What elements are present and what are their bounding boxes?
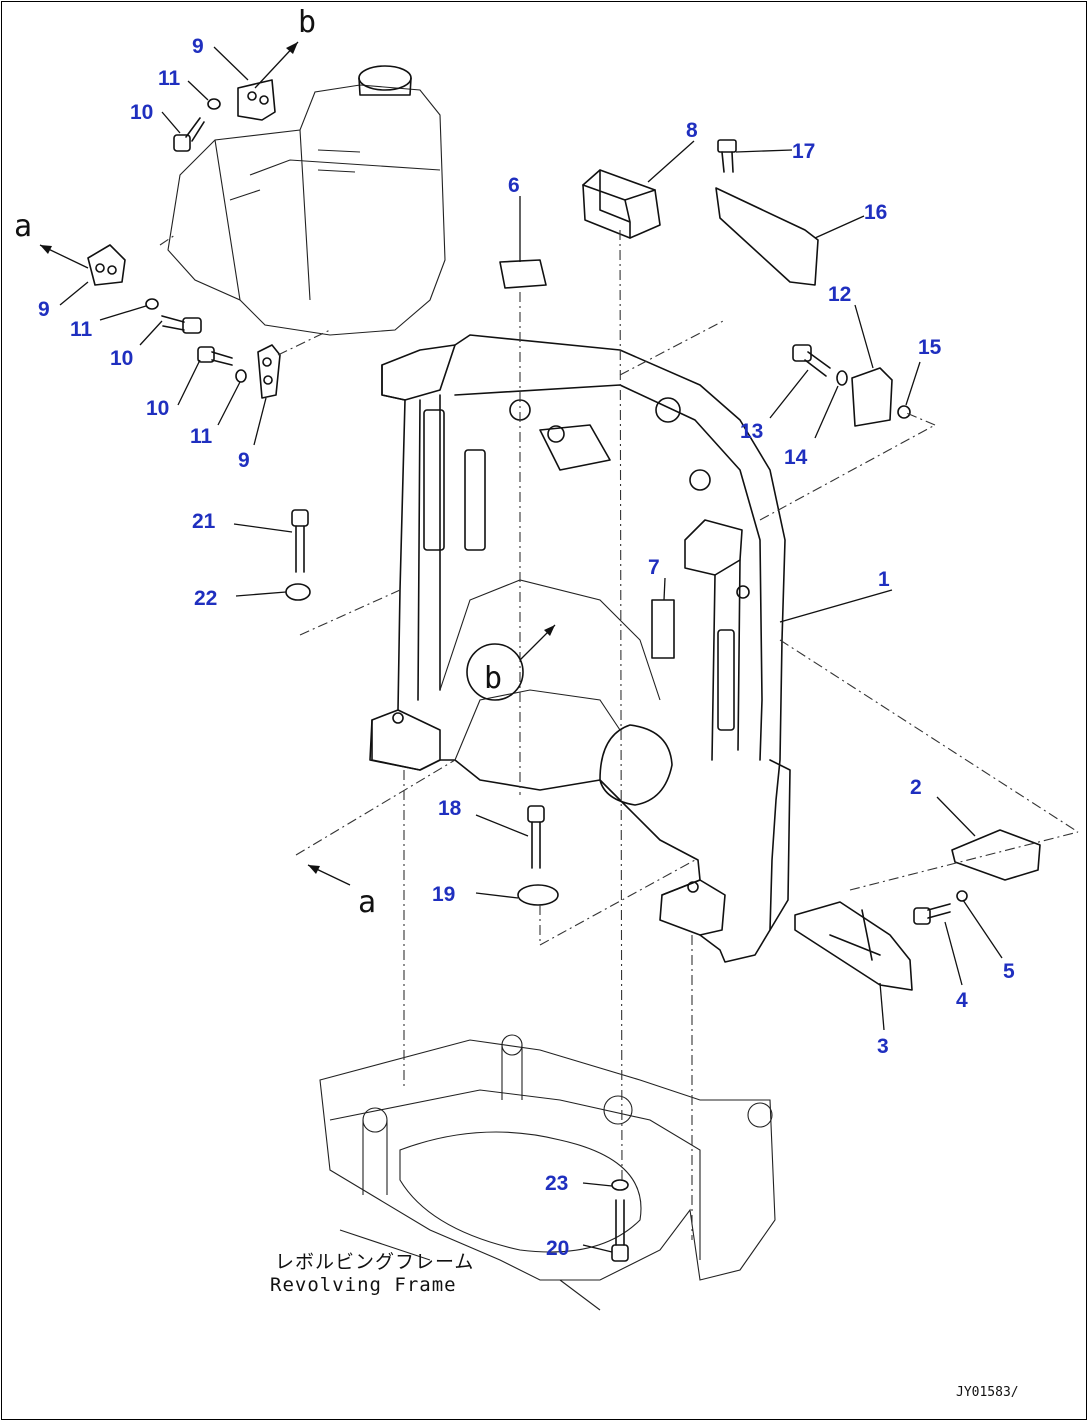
frame-label-jp: レボルビングフレーム: [275, 1251, 474, 1273]
callout-9-top: 9: [192, 35, 204, 58]
leader-lines: [59, 46, 1003, 1253]
washer-11-low: [235, 369, 247, 383]
callout-labels: 1 2 3 4 5 6 7 8 9 9 9 10 10 10 11 11 11 …: [38, 35, 1015, 1260]
view-label-a-top: a: [14, 209, 32, 244]
callout-11-top: 11: [158, 67, 181, 90]
callout-8: 8: [686, 119, 698, 142]
callout-3: 3: [877, 1035, 889, 1058]
callout-21: 21: [192, 510, 216, 533]
washer-19: [517, 884, 559, 906]
bolt-21: [291, 509, 309, 573]
bolt-10-low: [197, 346, 233, 366]
label-plate-7: [651, 599, 675, 659]
callout-20: 20: [546, 1237, 569, 1260]
bolt-13: [792, 344, 831, 377]
drawing-code: JY01583/: [956, 1385, 1019, 1400]
washer-11-top: [207, 98, 221, 110]
view-label-a-bottom: a: [358, 885, 376, 920]
callout-15: 15: [918, 336, 942, 359]
callout-6: 6: [508, 174, 520, 197]
callout-10-top: 10: [130, 101, 153, 124]
bolt-10-mid: [161, 315, 202, 334]
tank-drawing: [167, 65, 446, 336]
callout-12: 12: [828, 283, 851, 306]
bolt-18: [527, 805, 545, 869]
washer-5: [956, 890, 968, 902]
callout-1: 1: [878, 568, 890, 591]
washer-22: [285, 583, 311, 601]
nut-15: [897, 405, 911, 419]
callout-10-mid: 10: [110, 347, 133, 370]
callout-9-low: 9: [238, 449, 250, 472]
bolt-4: [913, 903, 951, 925]
bracket-12: [851, 367, 893, 427]
callout-10-low: 10: [146, 397, 169, 420]
callout-7: 7: [648, 556, 660, 579]
bolt-10-top: [173, 117, 205, 152]
bracket-9-top: [237, 79, 276, 121]
frame-label-en: Revolving Frame: [270, 1274, 457, 1296]
washer-14: [836, 370, 848, 386]
bracket-2: [951, 829, 1041, 881]
callout-14: 14: [784, 446, 808, 469]
assembly-lines: [159, 229, 1079, 1240]
callout-4: 4: [956, 989, 968, 1012]
bracket-9-left: [87, 244, 126, 286]
view-label-b-center: b: [484, 661, 502, 696]
washer-11-mid: [145, 298, 159, 310]
callout-2: 2: [910, 776, 922, 799]
view-label-b-top: b: [298, 5, 316, 40]
callout-16: 16: [864, 201, 887, 224]
washer-23: [611, 1179, 629, 1191]
bolt-17: [717, 139, 737, 173]
callout-11-low: 11: [190, 425, 213, 448]
callout-11-mid: 11: [70, 318, 93, 341]
bracket-9-lower: [257, 344, 281, 399]
callout-19: 19: [432, 883, 455, 906]
view-arrows: [39, 41, 556, 886]
cover-16: [715, 187, 819, 286]
main-frame: [369, 334, 791, 963]
callout-22: 22: [194, 587, 217, 610]
callout-23: 23: [545, 1172, 568, 1195]
box-8: [582, 169, 661, 239]
pad-6: [499, 259, 547, 289]
callout-17: 17: [792, 140, 815, 163]
callout-13: 13: [740, 420, 763, 443]
plate-3: [794, 901, 913, 991]
bolt-20: [611, 1199, 629, 1262]
callout-5: 5: [1003, 960, 1015, 983]
revolving-frame-drawing: [319, 1034, 776, 1311]
callout-9-left: 9: [38, 298, 50, 321]
callout-18: 18: [438, 797, 462, 820]
